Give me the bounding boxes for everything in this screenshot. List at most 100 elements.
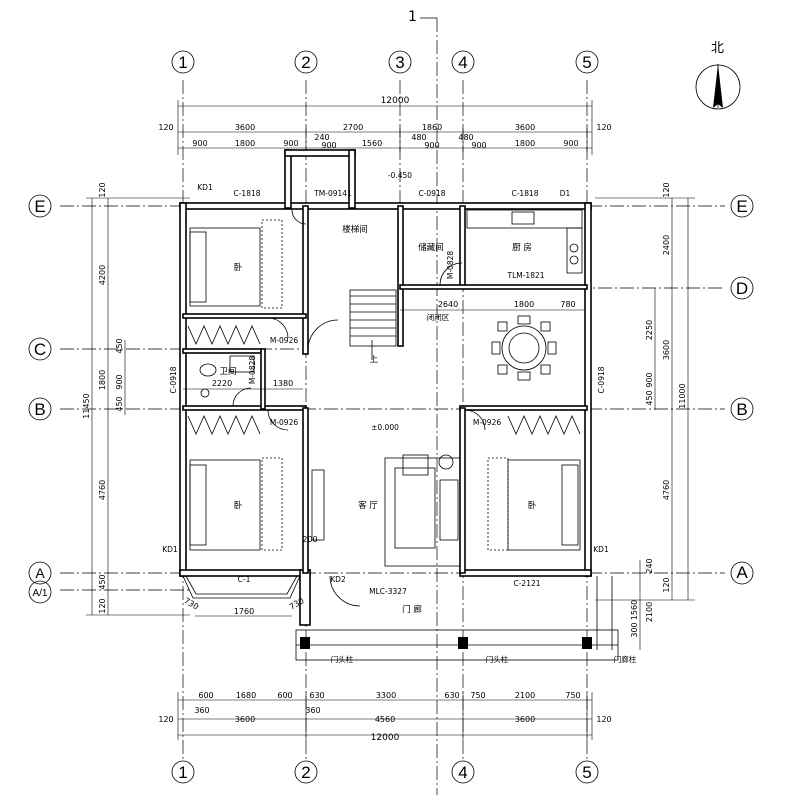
dim-bot-r2-1: 3600 xyxy=(235,715,255,724)
axis-right-E: E xyxy=(736,197,747,216)
dim-bot-r1-7: 2100 xyxy=(515,691,535,700)
axis-left-C: C xyxy=(34,340,46,359)
dim-top-r1-4: 3600 xyxy=(515,123,535,132)
level-zero: ±0.000 xyxy=(371,423,399,432)
dim-left-in-3: 4760 xyxy=(98,480,107,500)
exterior-walls xyxy=(179,149,592,626)
dim-bot-r2-0: 120 xyxy=(158,715,173,724)
dim-left-small-0: 450 xyxy=(115,338,124,353)
level-minus-450: -0.450 xyxy=(388,171,412,180)
dim-inner-4: 1380 xyxy=(273,379,293,388)
tag-c0918-a: C-0918 xyxy=(418,189,445,198)
dim-right-small-6: 2100 xyxy=(645,602,654,622)
dimension-lines-left xyxy=(86,197,190,616)
axis-top-2: 2 xyxy=(301,53,310,72)
axis-top-3: 3 xyxy=(395,53,404,72)
dim-top-r2-11: 900 xyxy=(563,139,578,148)
axis-bubbles-right: E D B A xyxy=(730,194,754,585)
door-swings xyxy=(232,209,486,607)
tag-mlc: MLC-3327 xyxy=(369,587,407,596)
dim-bot-r2-4: 120 xyxy=(596,715,611,724)
room-bed-1: 卧 xyxy=(234,263,243,273)
dimension-lines-bottom xyxy=(177,692,593,740)
axis-left-B: B xyxy=(34,400,45,419)
living-sofa xyxy=(311,454,461,567)
dim-bot-small-1: 360 xyxy=(305,706,320,715)
dim-bot-r1-2: 600 xyxy=(277,691,292,700)
dim-right-small-1: 900 xyxy=(645,372,654,387)
north-arrow xyxy=(695,64,741,110)
tag-m0926-c: M-0926 xyxy=(473,418,501,427)
dim-top-r2-8: 480 xyxy=(458,133,473,142)
dim-top-r1-2: 2700 xyxy=(343,123,363,132)
dim-right-in-3: 4760 xyxy=(662,480,671,500)
tag-kd1-c: KD1 xyxy=(593,545,609,554)
axis-bubbles-left: E C B A A/1 xyxy=(28,194,52,604)
dim-left-in-1: 4200 xyxy=(98,265,107,285)
dim-right-in-0: 120 xyxy=(662,182,671,197)
inner-dimension-labels: 2640 1800 780 2220 1380 1760 730 730 200 xyxy=(182,300,585,617)
tag-m0828-a: M-0828 xyxy=(446,251,455,279)
dim-right-small-0: 2250 xyxy=(645,320,654,340)
dim-right-small-2: 450 xyxy=(645,390,654,405)
axis-left-E: E xyxy=(34,197,45,216)
dim-top-r2-2: 900 xyxy=(283,139,298,148)
dim-top-r1-1: 3600 xyxy=(235,123,255,132)
axis-bottom-1: 1 xyxy=(178,763,187,782)
dim-inner-6: 730 xyxy=(182,596,200,611)
room-bed-2: 卧 xyxy=(234,501,243,511)
dim-inner-1: 1800 xyxy=(514,300,534,309)
room-storage: 储藏间 xyxy=(418,242,444,253)
room-bath: 卫间 xyxy=(219,367,236,377)
dim-left-in-2: 1800 xyxy=(98,370,107,390)
tag-c1818-b: C-1818 xyxy=(511,189,538,198)
dim-bot-r1-6: 750 xyxy=(470,691,485,700)
stair xyxy=(349,289,397,360)
tag-m0828-b: M-0828 xyxy=(248,356,257,384)
dimension-lines-top xyxy=(177,100,593,155)
dim-top-total: 12000 xyxy=(381,96,410,106)
dim-top-r1-5: 120 xyxy=(596,123,611,132)
dim-right-small-4: 1560 xyxy=(630,600,639,620)
tag-m0926-a: M-0926 xyxy=(270,336,298,345)
dim-top-r2-4: 900 xyxy=(321,141,336,150)
axis-bottom-2: 2 xyxy=(301,763,310,782)
room-living: 客 厅 xyxy=(358,500,378,511)
dim-top-r1-0: 120 xyxy=(158,123,173,132)
dim-bot-r1-5: 630 xyxy=(444,691,459,700)
axis-left-A: A xyxy=(35,565,45,581)
axis-bottom-4: 4 xyxy=(458,763,467,782)
axis-left-A1: A/1 xyxy=(32,588,47,599)
dim-top-r2-6: 480 xyxy=(411,133,426,142)
dim-left-small-2: 450 xyxy=(115,396,124,411)
dim-right-small-5: 300 xyxy=(630,622,639,637)
tag-kd2: KD2 xyxy=(330,575,346,584)
tag-c1818-a: C-1818 xyxy=(233,189,260,198)
dim-inner-8: 200 xyxy=(302,535,317,544)
dim-inner-2: 780 xyxy=(560,300,575,309)
interior-walls xyxy=(182,205,588,574)
dim-bot-small-0: 360 xyxy=(194,706,209,715)
dim-right-small-3: 240 xyxy=(645,558,654,573)
tag-m0926-b: M-0926 xyxy=(270,418,298,427)
dim-left-in-4: 450 xyxy=(98,574,107,589)
axis-bubbles-top: 1 2 3 4 5 xyxy=(171,50,599,74)
bedroom-furniture xyxy=(187,219,581,551)
axis-top-1: 1 xyxy=(178,53,187,72)
dim-top-r2-5: 1560 xyxy=(362,139,382,148)
axis-right-B: B xyxy=(736,400,747,419)
opening-tags: C-1818 C-1818 C-0918 C-0918 C-0918 C-1 C… xyxy=(162,171,609,596)
axis-right-A: A xyxy=(736,563,748,582)
dim-top-r2-1: 1800 xyxy=(235,139,255,148)
dim-left-in-5: 120 xyxy=(98,598,107,613)
dim-inner-0: 2640 xyxy=(438,300,458,309)
porch xyxy=(182,575,619,661)
dim-top-r2-0: 900 xyxy=(192,139,207,148)
tag-d1: D1 xyxy=(560,189,571,198)
tag-kd1-a: KD1 xyxy=(197,183,213,192)
dim-bot-r1-0: 600 xyxy=(198,691,213,700)
tag-tlm: TLM-1821 xyxy=(506,271,544,280)
tag-kd1-b: KD1 xyxy=(162,545,178,554)
dim-right-in-2: 3600 xyxy=(662,340,671,360)
